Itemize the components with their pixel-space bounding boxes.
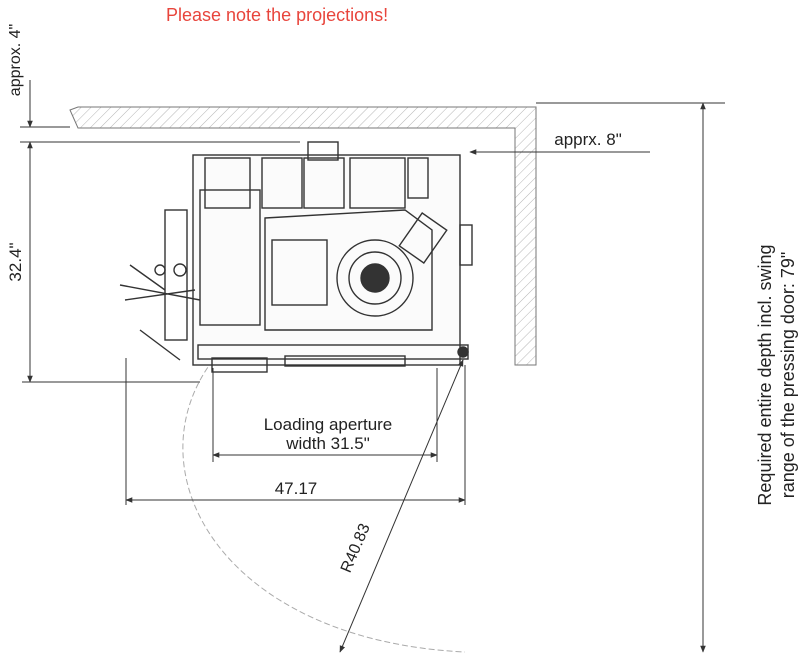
door-swing-arc (182, 359, 466, 653)
door-radius-label: R40.83 (338, 521, 374, 575)
projection-warning-note: Please note the projections! (166, 5, 389, 25)
loading-aperture-label-line1: Loading aperture (264, 415, 393, 434)
wall (69, 106, 537, 366)
machine-depth-label: 32.4" (6, 242, 25, 281)
wall-gap-label: approx. 4" (7, 24, 24, 96)
loading-aperture-label-line2: width 31.5" (285, 434, 370, 453)
total-depth-label-line1: Required entire depth incl. swing (755, 244, 775, 505)
total-depth-label-line2: range of the pressing door: 79" (778, 252, 798, 499)
side-clearance-label: apprx. 8" (554, 130, 621, 149)
overall-width-label: 47.17 (275, 479, 318, 498)
dimension-lines (20, 80, 725, 653)
machine-top-view (119, 141, 473, 373)
